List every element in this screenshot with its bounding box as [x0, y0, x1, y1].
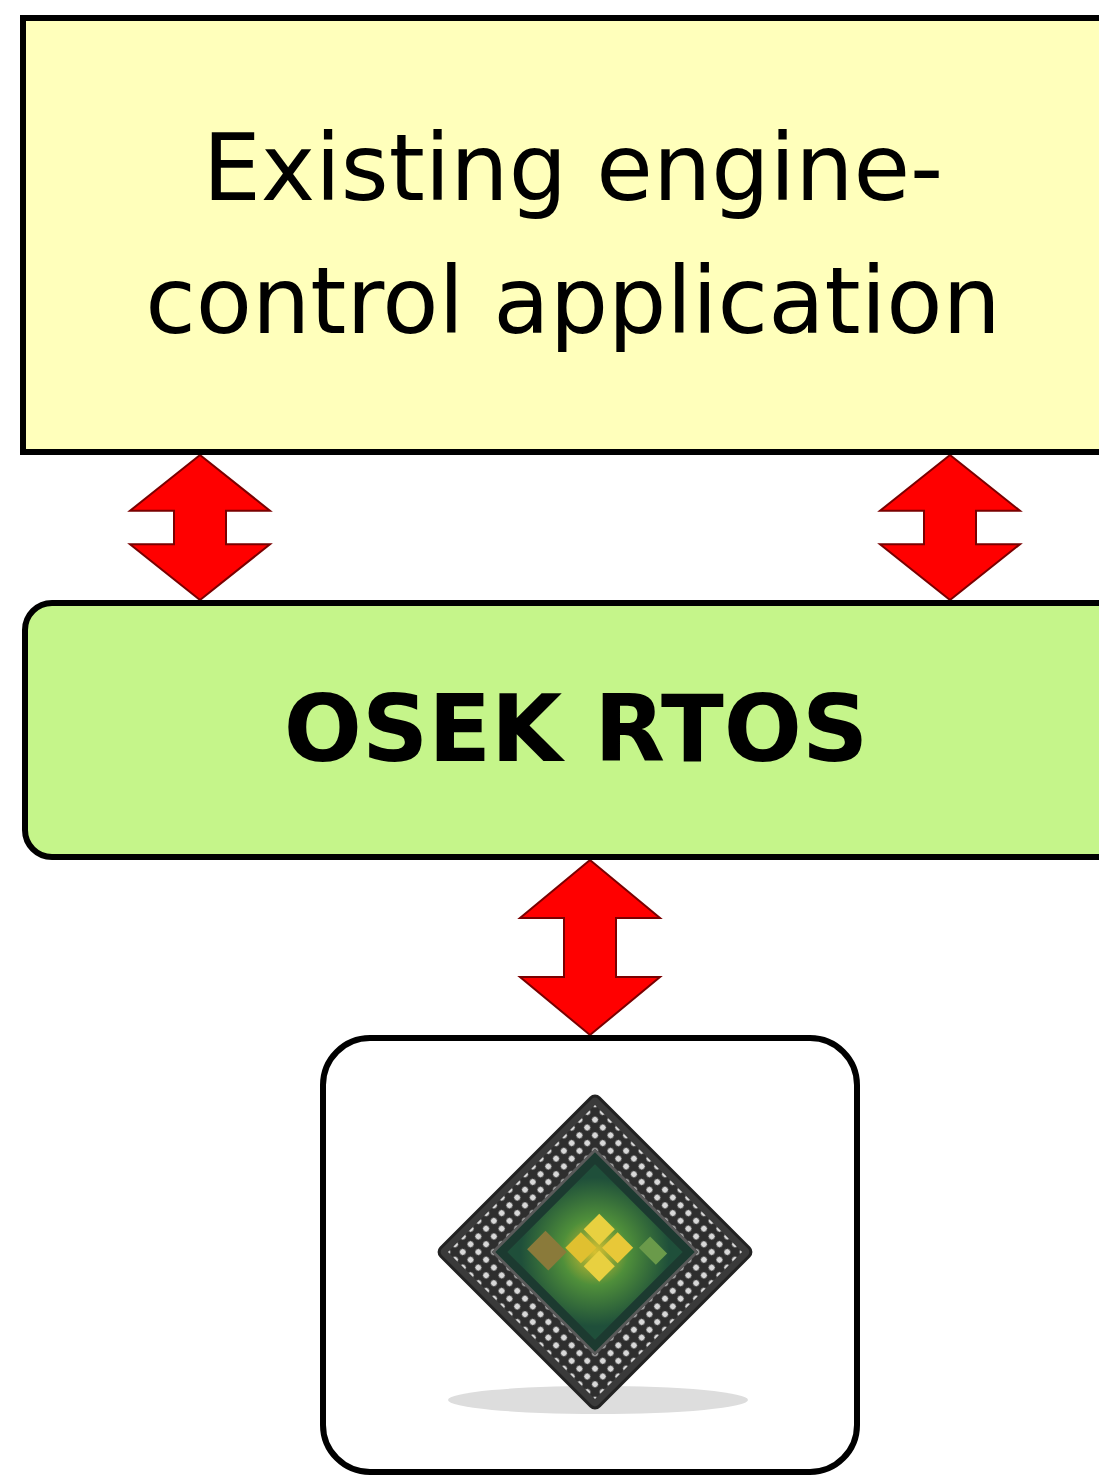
double-arrow [130, 455, 270, 600]
processor-box [320, 1035, 860, 1475]
double-arrow [520, 860, 660, 1035]
box-label: OSEK RTOS [126, 675, 1026, 785]
application-box: Existing engine-control application [20, 15, 1099, 455]
double-arrow [880, 455, 1020, 600]
box-label: Existing engine-control application [143, 102, 1003, 369]
rtos-box: OSEK RTOS [22, 600, 1099, 860]
